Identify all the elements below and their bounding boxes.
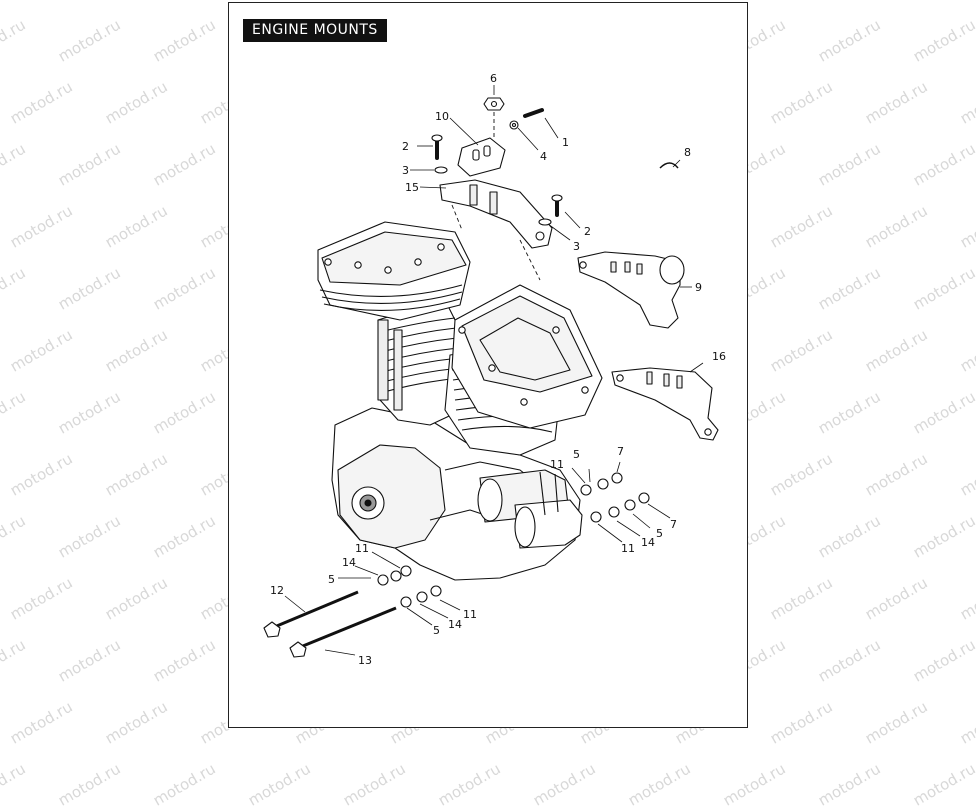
stabilizer-link: [439, 179, 553, 249]
callout-label: 5: [573, 448, 580, 461]
hardware-items: [377, 97, 679, 608]
callout-label: 5: [656, 527, 663, 540]
callout-label: 13: [358, 654, 372, 667]
watermark-text: motod.ru: [530, 759, 599, 810]
callout-label: 15: [405, 181, 419, 194]
callout-label: 3: [402, 164, 409, 177]
watermark-text: motod.ru: [150, 759, 219, 810]
through-bolts: [263, 590, 397, 658]
callout-label: 14: [448, 618, 462, 631]
callout-label: 7: [617, 445, 624, 458]
callout-label: 10: [435, 110, 449, 123]
watermark-text: motod.ru: [435, 759, 504, 810]
rear-rocker-cover: [317, 221, 471, 321]
callout-label: 11: [550, 458, 564, 471]
front-mount-plate: [611, 367, 719, 441]
front-rocker-cover: [451, 284, 603, 429]
watermark-text: motod.ru: [720, 759, 789, 810]
callout-label: 5: [433, 624, 440, 637]
callout-label: 7: [670, 518, 677, 531]
engine-mounts-diagram: 1 2 2 3 3 4 5 5 5 5 6 7 7 8 9 10 11 11 1…: [263, 72, 726, 667]
callout-label: 8: [684, 146, 691, 159]
callout-label: 6: [490, 72, 497, 85]
callout-label: 11: [355, 542, 369, 555]
front-mount-bracket: [577, 251, 685, 329]
callout-label: 14: [342, 556, 356, 569]
watermark-text: motod.ru: [910, 759, 976, 810]
top-mount-bracket: [457, 137, 506, 177]
watermark-text: motod.ru: [815, 759, 884, 810]
callout-label: 16: [712, 350, 726, 363]
callout-label: 5: [328, 573, 335, 586]
callout-label: 2: [402, 140, 409, 153]
callout-label: 1: [562, 136, 569, 149]
watermark-text: motod.ru: [0, 759, 29, 810]
watermark-text: motod.ru: [245, 759, 314, 810]
watermark-text: motod.ru: [625, 759, 694, 810]
callout-label: 4: [540, 150, 547, 163]
leader-lines: [284, 85, 704, 656]
callout-label: 12: [270, 584, 284, 597]
callout-label: 11: [463, 608, 477, 621]
page-title: ENGINE MOUNTS: [243, 19, 387, 42]
callout-label: 14: [641, 536, 655, 549]
watermark-text: motod.ru: [55, 759, 124, 810]
watermark-text: motod.ru: [340, 759, 409, 810]
callout-label: 11: [621, 542, 635, 555]
alignment-lines: [451, 112, 541, 281]
starter-motor: [477, 469, 583, 549]
callout-label: 2: [584, 225, 591, 238]
rear-cylinder: [377, 299, 463, 426]
callout-label: 9: [695, 281, 702, 294]
callout-label: 3: [573, 240, 580, 253]
